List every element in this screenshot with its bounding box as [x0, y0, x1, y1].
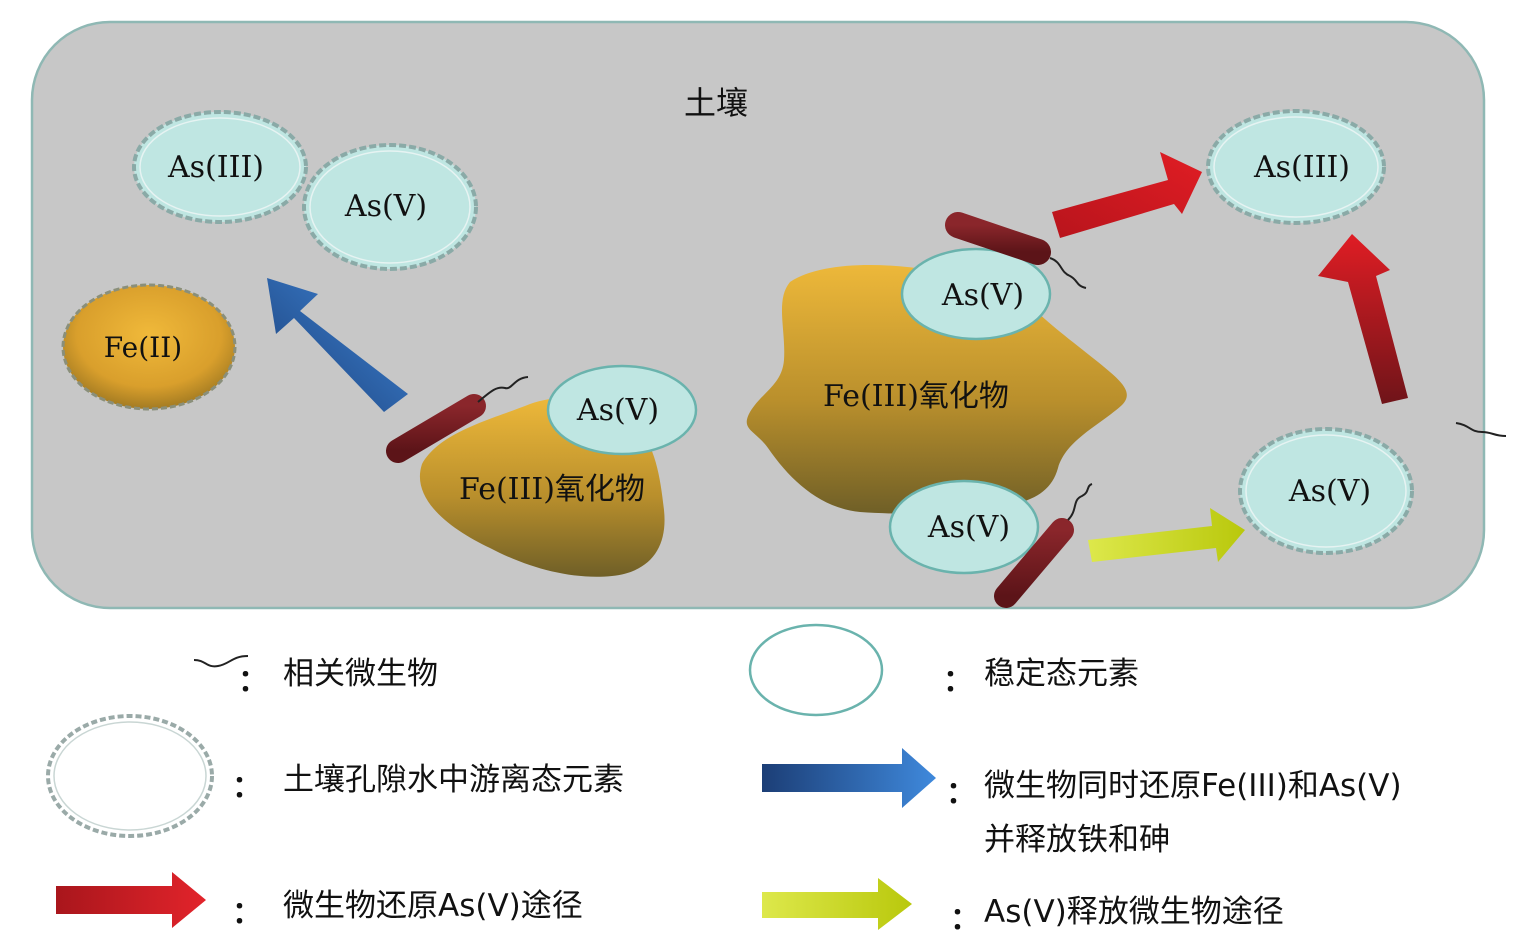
legend-microbe-icon: [85, 647, 249, 673]
legend-label-stable-element: 稳定态元素: [984, 656, 1139, 692]
red-arrow-reduction-diagonal: [1052, 152, 1202, 238]
microbe-large-bottom: [994, 483, 1093, 608]
soil-label: 土壤: [684, 84, 748, 122]
stable-label-as5-large-top: As(V): [941, 278, 1024, 313]
stable-ellipse-as5-large-bottom: As(V): [888, 479, 1040, 575]
legend-label-blue-arrow-line1: 微生物同时还原Fe(III)和As(V): [984, 768, 1402, 804]
stable-ellipse-as5-small: As(V): [546, 364, 698, 456]
mineral-label-large: Fe(III)氧化物: [823, 379, 1009, 414]
pore-ellipse-as5-left: As(V): [302, 143, 478, 271]
stable-label-as5-small: As(V): [576, 393, 659, 428]
pore-ellipse-as5-right: As(V): [1238, 427, 1414, 555]
stable-ellipse-as5-large-top: As(V): [900, 247, 1052, 341]
legend-label-microbe: 相关微生物: [283, 656, 438, 692]
legend-pore-ellipse-icon: [46, 714, 214, 838]
blue-arrow-release: [267, 278, 408, 412]
legend-colon: ：: [232, 896, 262, 931]
pore-ellipse-fe2: Fe(II): [61, 283, 237, 411]
red-arrow-reduction-vertical: [1318, 234, 1408, 404]
legend-colon: ：: [943, 664, 973, 699]
legend-colon: ：: [950, 902, 980, 937]
legend-red-arrow-icon: [56, 872, 206, 928]
legend-label-red-arrow: 微生物还原As(V)途径: [283, 888, 583, 924]
pore-label-fe2: Fe(II): [104, 331, 182, 364]
legend-blue-arrow-icon: [762, 748, 936, 808]
legend-colon: ：: [232, 770, 262, 805]
stable-label-as5-large-bottom: As(V): [927, 510, 1010, 545]
legend-stable-ellipse-icon: [748, 623, 884, 717]
legend-label-blue-arrow-line2: 并释放铁和砷: [984, 822, 1170, 858]
pore-ellipse-as3-left: As(III): [132, 110, 308, 224]
pore-label-as5-left: As(V): [344, 189, 427, 224]
legend-label-yellow-arrow: As(V)释放微生物途径: [984, 894, 1284, 930]
microbe-small: [386, 376, 529, 463]
microbe-right: [1344, 411, 1507, 437]
yellow-arrow-release: [1088, 508, 1245, 562]
mineral-label-small: Fe(III)氧化物: [459, 472, 645, 507]
legend-colon: ：: [238, 664, 268, 699]
fe3-oxide-large: [746, 265, 1127, 514]
legend-label-free-element: 土壤孔隙水中游离态元素: [283, 762, 624, 798]
pore-ellipse-as3-right: As(III): [1206, 109, 1386, 225]
microbe-large-top: [945, 212, 1087, 289]
pore-label-as5-right: As(V): [1288, 474, 1371, 509]
pore-label-as3-left: As(III): [167, 150, 264, 185]
pore-label-as3-right: As(III): [1253, 150, 1350, 185]
legend-colon: ：: [946, 776, 976, 811]
legend-yellow-arrow-icon: [762, 878, 912, 930]
